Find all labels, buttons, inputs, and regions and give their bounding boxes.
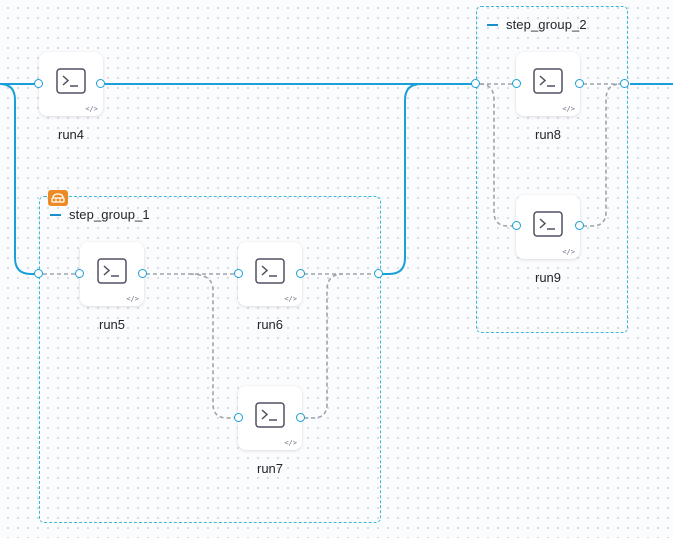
step-node-run6[interactable]: </>: [238, 242, 302, 306]
run9-out-port[interactable]: [575, 221, 584, 230]
run9-in-port[interactable]: [512, 221, 521, 230]
code-icon: </>: [284, 295, 297, 303]
code-icon: </>: [126, 295, 139, 303]
edge-run7-g1-end: [304, 273, 344, 419]
group-title: step_group_1: [69, 207, 150, 222]
step-node-run5[interactable]: </>: [80, 242, 144, 306]
step-node-run8[interactable]: </>: [516, 52, 580, 116]
step-group-2[interactable]: step_group_2: [476, 6, 628, 333]
step-node-run4[interactable]: </>: [39, 52, 103, 116]
terminal-icon: [97, 258, 127, 284]
step-group-1[interactable]: step_group_1: [39, 196, 381, 523]
run4-out-port[interactable]: [96, 79, 105, 88]
step-label-run9: run9: [534, 270, 562, 285]
step-label-run6: run6: [256, 317, 284, 332]
terminal-icon: [533, 211, 563, 237]
run5-out-port[interactable]: [138, 269, 147, 278]
step-label-run7: run7: [256, 461, 284, 476]
edge-run9-g2-end: [583, 83, 621, 227]
group-2-end-port[interactable]: [620, 79, 629, 88]
run7-out-port[interactable]: [296, 413, 305, 422]
group-header: step_group_1: [50, 207, 150, 222]
terminal-icon: [533, 68, 563, 94]
group-1-end-port[interactable]: [374, 269, 383, 278]
code-icon: </>: [85, 105, 98, 113]
run5-in-port[interactable]: [75, 269, 84, 278]
edge-g2-start-run9: [479, 83, 513, 227]
group-title: step_group_2: [506, 17, 587, 32]
run7-in-port[interactable]: [234, 413, 243, 422]
run4-in-port[interactable]: [34, 79, 43, 88]
step-node-run7[interactable]: </>: [238, 386, 302, 450]
edge-run5-run7: [189, 273, 234, 419]
group-2-start-port[interactable]: [471, 79, 480, 88]
code-icon: </>: [284, 439, 297, 447]
step-label-run8: run8: [534, 127, 562, 142]
step-node-run9[interactable]: </>: [516, 195, 580, 259]
edge-branch-left: [0, 83, 36, 275]
collapse-minus-icon[interactable]: [50, 213, 61, 216]
step-label-run4: run4: [57, 127, 85, 142]
terminal-icon: [56, 68, 86, 94]
parallel-badge-icon: [48, 190, 68, 206]
run6-out-port[interactable]: [296, 269, 305, 278]
code-icon: </>: [562, 248, 575, 256]
collapse-minus-icon[interactable]: [487, 23, 498, 26]
step-label-run5: run5: [98, 317, 126, 332]
run8-out-port[interactable]: [575, 79, 584, 88]
group-1-start-port[interactable]: [34, 269, 43, 278]
code-icon: </>: [562, 105, 575, 113]
run8-in-port[interactable]: [512, 79, 521, 88]
terminal-icon: [255, 258, 285, 284]
run6-in-port[interactable]: [234, 269, 243, 278]
edge-group1-return: [382, 83, 422, 275]
terminal-icon: [255, 402, 285, 428]
group-header: step_group_2: [487, 17, 587, 32]
